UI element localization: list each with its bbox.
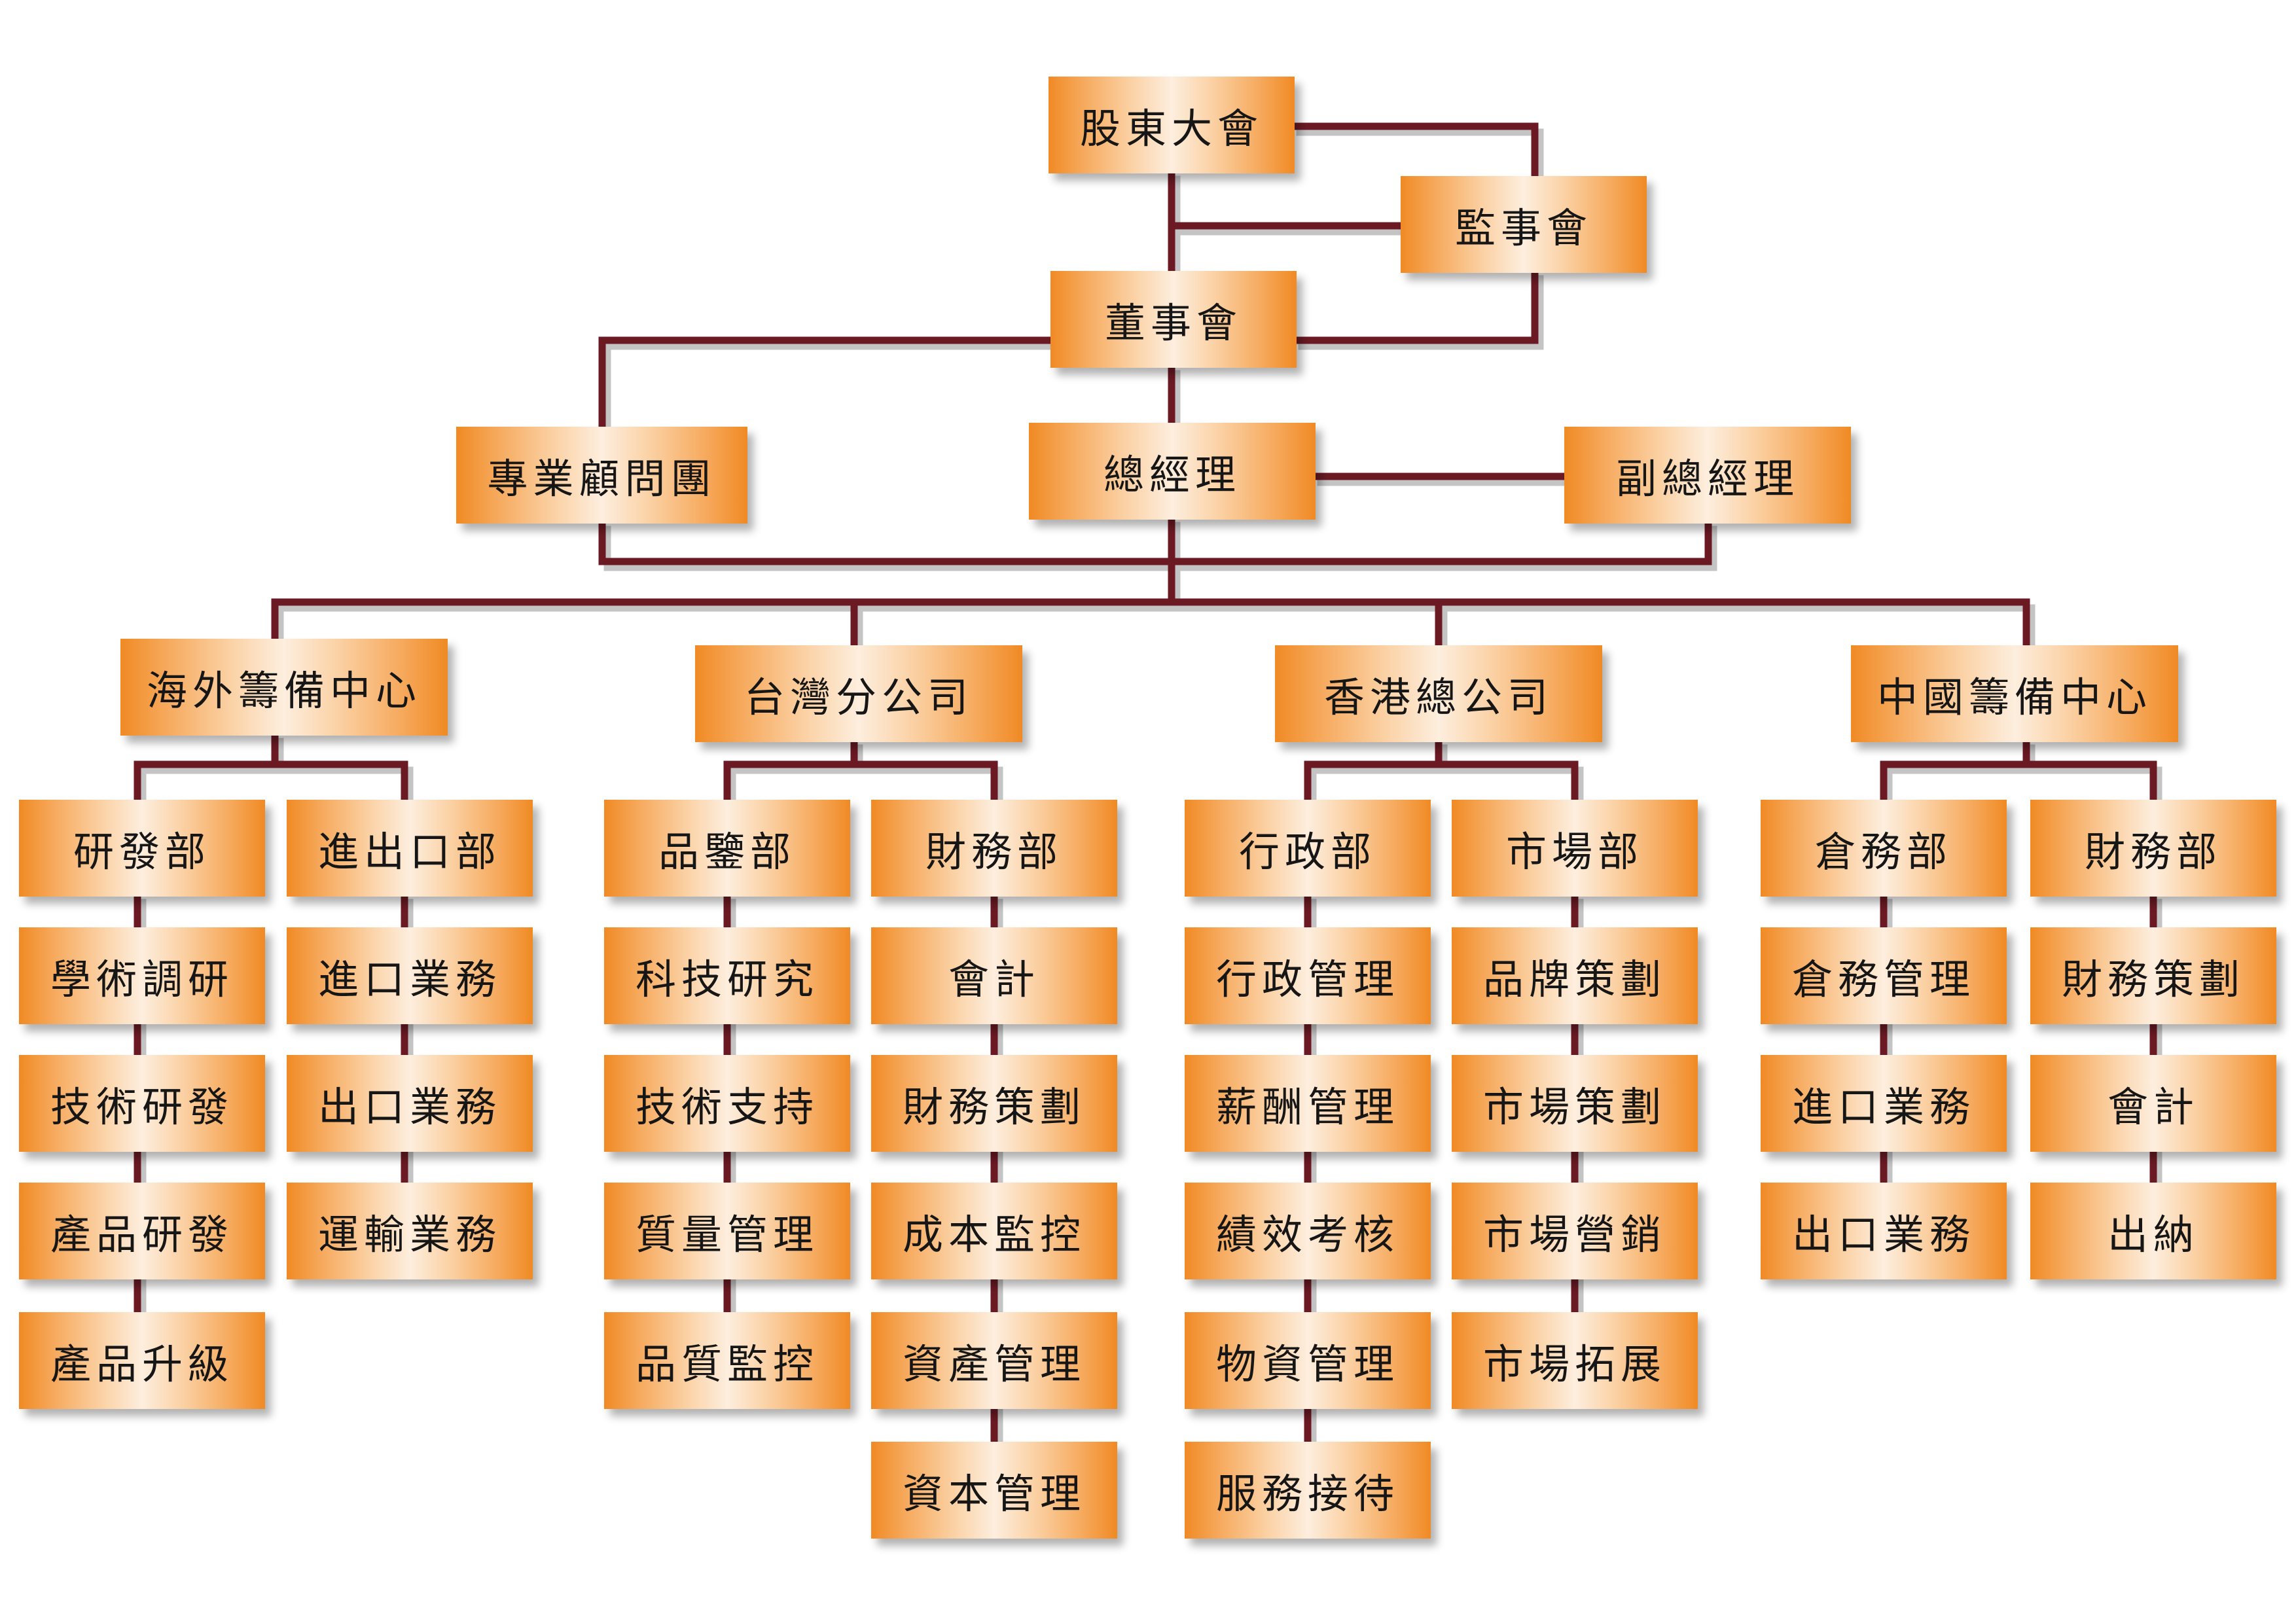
china-warehouse-item-box: 出口業務	[1761, 1183, 2007, 1279]
china-warehouse-dept-box: 倉務部	[1761, 800, 2007, 897]
overseas-import-export-item-box: 進口業務	[287, 927, 533, 1024]
shareholders-meeting-box: 股東大會	[1049, 77, 1295, 173]
taiwan-appraisal-item-box: 科技研究	[604, 927, 850, 1024]
taiwan-finance-item-box: 會計	[871, 927, 1117, 1024]
taiwan-finance-item-box: 資本管理	[871, 1442, 1117, 1539]
china-finance-item-box: 會計	[2030, 1055, 2276, 1152]
connector-line	[1293, 269, 1539, 344]
overseas-rnd-dept-box: 研發部	[19, 800, 265, 897]
china-center-box: 中國籌備中心	[1851, 645, 2178, 742]
china-warehouse-item-box: 倉務管理	[1761, 927, 2007, 1024]
deputy-general-manager-box: 副總經理	[1564, 427, 1851, 524]
hongkong-admin-item-box: 行政管理	[1185, 927, 1431, 1024]
overseas-import-export-dept-box: 進出口部	[287, 800, 533, 897]
hongkong-head-office-box: 香港總公司	[1275, 645, 1602, 742]
overseas-import-export-item-box: 運輸業務	[287, 1183, 533, 1279]
overseas-rnd-item-box: 技術研發	[19, 1055, 265, 1152]
taiwan-finance-dept-box: 財務部	[871, 800, 1117, 897]
hongkong-marketing-item-box: 品牌策劃	[1452, 927, 1698, 1024]
hongkong-admin-item-box: 績效考核	[1185, 1183, 1431, 1279]
connector-line	[1291, 122, 1539, 180]
taiwan-appraisal-item-box: 質量管理	[604, 1183, 850, 1279]
overseas-import-export-item-box: 出口業務	[287, 1055, 533, 1152]
board-of-directors-box: 董事會	[1050, 271, 1297, 368]
china-finance-dept-box: 財務部	[2030, 800, 2276, 897]
overseas-center-box: 海外籌備中心	[120, 639, 448, 736]
hongkong-marketing-item-box: 市場拓展	[1452, 1312, 1698, 1409]
hongkong-admin-dept-box: 行政部	[1185, 800, 1431, 897]
hongkong-admin-item-box: 物資管理	[1185, 1312, 1431, 1409]
connector-shadow	[603, 526, 1717, 571]
taiwan-appraisal-item-box: 品質監控	[604, 1312, 850, 1409]
hongkong-marketing-dept-box: 市場部	[1452, 800, 1698, 897]
taiwan-finance-item-box: 資產管理	[871, 1312, 1117, 1409]
advisors-team-box: 專業顧問團	[456, 427, 747, 524]
hongkong-admin-item-box: 薪酬管理	[1185, 1055, 1431, 1152]
china-finance-item-box: 財務策劃	[2030, 927, 2276, 1024]
connector-line	[598, 336, 1054, 431]
overseas-rnd-item-box: 產品升級	[19, 1312, 265, 1409]
hongkong-marketing-item-box: 市場策劃	[1452, 1055, 1698, 1152]
hongkong-marketing-item-box: 市場營銷	[1452, 1183, 1698, 1279]
taiwan-finance-item-box: 財務策劃	[871, 1055, 1117, 1152]
taiwan-branch-box: 台灣分公司	[695, 645, 1022, 742]
taiwan-appraisal-dept-box: 品鑒部	[604, 800, 850, 897]
china-warehouse-item-box: 進口業務	[1761, 1055, 2007, 1152]
overseas-rnd-item-box: 學術調研	[19, 927, 265, 1024]
supervisors-board-box: 監事會	[1401, 176, 1647, 273]
hongkong-admin-item-box: 服務接待	[1185, 1442, 1431, 1539]
china-finance-item-box: 出納	[2030, 1183, 2276, 1279]
connector-shadow	[1298, 275, 1544, 350]
general-manager-box: 總經理	[1029, 423, 1316, 520]
connector-line	[598, 520, 1712, 565]
taiwan-finance-item-box: 成本監控	[871, 1183, 1117, 1279]
connector-shadow	[1296, 128, 1544, 186]
overseas-rnd-item-box: 產品研發	[19, 1183, 265, 1279]
connector-shadow	[603, 342, 1060, 437]
taiwan-appraisal-item-box: 技術支持	[604, 1055, 850, 1152]
